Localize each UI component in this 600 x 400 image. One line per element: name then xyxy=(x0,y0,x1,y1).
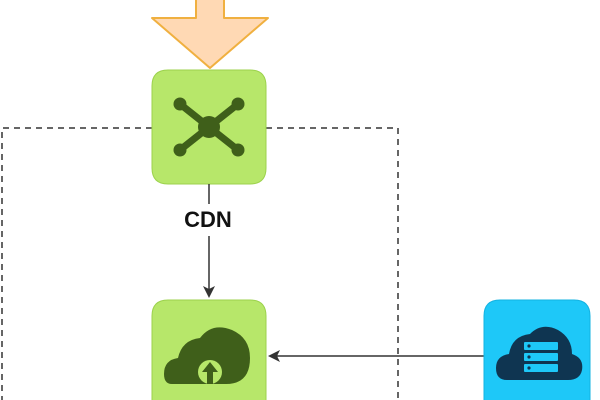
cloud-server-icon xyxy=(496,326,583,380)
cloud-upload-icon xyxy=(164,327,250,384)
cdn-label: CDN xyxy=(160,204,256,236)
server-node[interactable] xyxy=(483,299,591,400)
network-hub-icon xyxy=(173,97,245,157)
dashed-boundary xyxy=(1,127,399,400)
down-arrow-icon xyxy=(151,0,269,69)
cdn-node[interactable] xyxy=(151,69,267,185)
storage-node[interactable] xyxy=(151,299,267,400)
entry-arrow xyxy=(151,0,269,69)
